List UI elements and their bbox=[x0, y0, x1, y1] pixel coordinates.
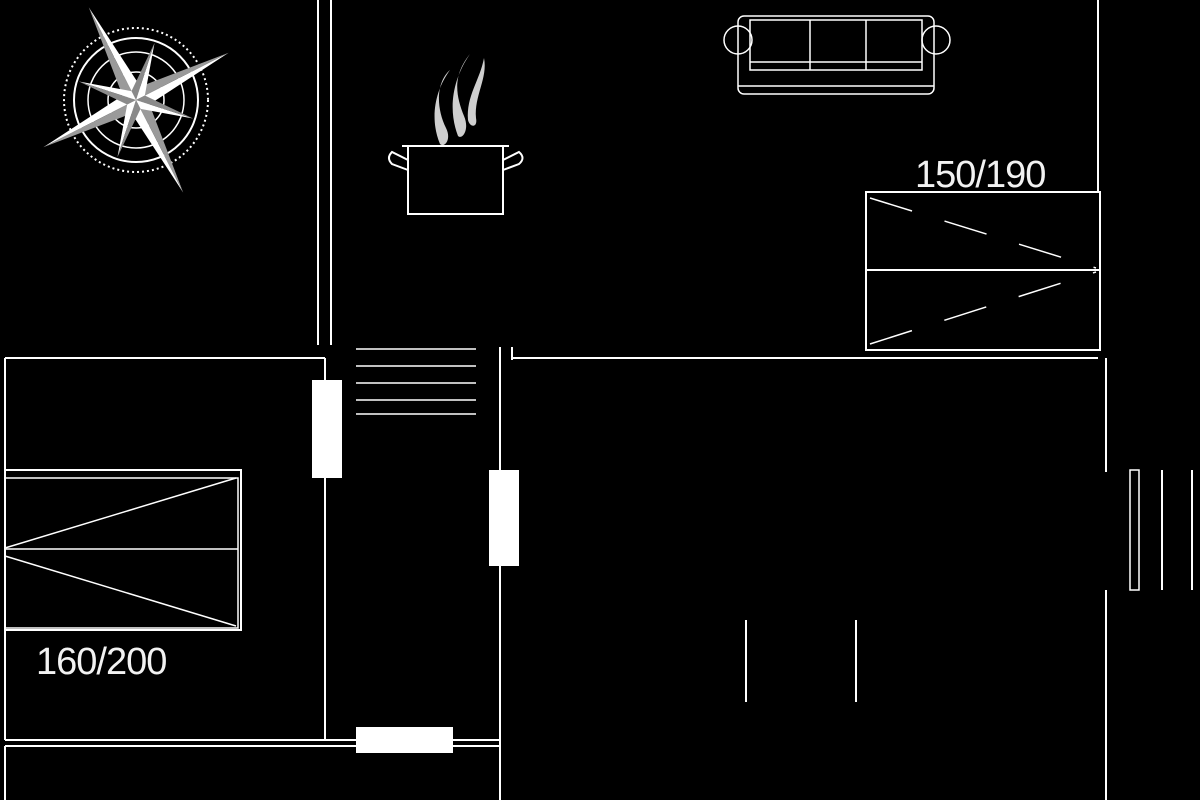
compass-star bbox=[43, 7, 229, 193]
compass-secondary-points bbox=[78, 42, 194, 158]
shelf-lines bbox=[356, 348, 476, 415]
pot-handle-left bbox=[388, 150, 409, 171]
bed-large-inner bbox=[4, 477, 239, 629]
compass-point bbox=[88, 7, 141, 100]
door-hall bbox=[489, 470, 519, 566]
compass-ring bbox=[73, 37, 199, 163]
sofa-arm-left bbox=[723, 25, 753, 55]
door-lower bbox=[356, 727, 453, 753]
compass-rose-icon bbox=[43, 7, 229, 193]
sofa-seat-outer bbox=[749, 19, 923, 71]
sofa-arm-right bbox=[921, 25, 951, 55]
bed-large-diagonal bbox=[4, 555, 237, 627]
bed-large-dimension-label: 160/200 bbox=[36, 641, 166, 683]
bed-large bbox=[4, 469, 242, 631]
pot-body bbox=[407, 145, 504, 215]
window-right bbox=[1129, 469, 1193, 591]
pot-steam bbox=[467, 58, 485, 126]
compass-ring-core bbox=[107, 71, 165, 129]
bed-small-dashed-diagonal bbox=[869, 197, 1097, 269]
bed-large-frame bbox=[4, 469, 242, 631]
compass-point bbox=[136, 52, 229, 105]
compass-point bbox=[43, 95, 136, 148]
compass-point bbox=[136, 95, 194, 119]
cooking-pot-icon bbox=[388, 54, 524, 215]
walls bbox=[4, 0, 1107, 800]
compass-point bbox=[136, 52, 229, 100]
compass-ring-inner bbox=[87, 51, 185, 149]
sofa-back bbox=[737, 15, 935, 95]
window-frame bbox=[1129, 469, 1140, 591]
compass-point bbox=[131, 100, 184, 193]
bed-large-diagonal bbox=[4, 477, 237, 549]
pot-handle-right bbox=[502, 150, 524, 171]
bed-small-dimension-label: 150/190 bbox=[915, 154, 1045, 196]
sofa-icon bbox=[723, 15, 951, 95]
compass-point bbox=[78, 81, 136, 105]
pot-steam bbox=[434, 70, 450, 146]
compass-point bbox=[117, 100, 141, 158]
bed-small-dashed-diagonal bbox=[869, 271, 1097, 345]
compass-outer-ring bbox=[63, 27, 209, 173]
doors bbox=[312, 380, 519, 753]
door-bedroom bbox=[312, 380, 342, 478]
compass-point bbox=[136, 100, 184, 193]
interior-markers bbox=[745, 620, 857, 702]
bed-small bbox=[865, 191, 1101, 351]
pot-steam bbox=[452, 54, 470, 137]
compass-point bbox=[131, 42, 155, 100]
